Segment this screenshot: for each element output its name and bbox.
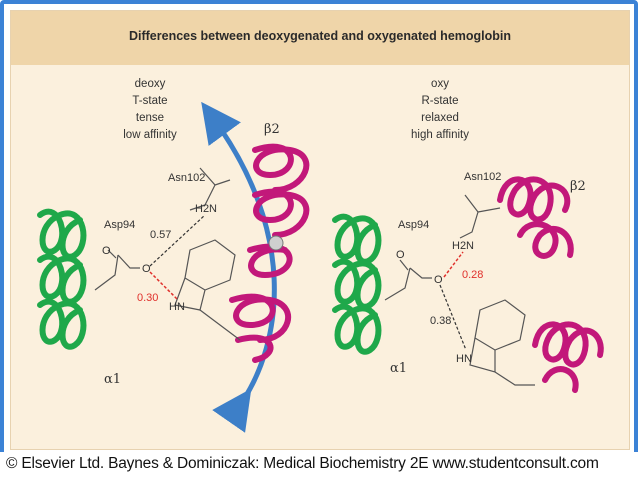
title-bar: Differences between deoxygenated and oxy…	[11, 11, 629, 65]
diagram-title: Differences between deoxygenated and oxy…	[128, 29, 512, 43]
left-dist-black: 0.57	[150, 229, 171, 241]
left-state-line-3: tense	[136, 112, 164, 124]
right-dist-black: 0.38	[430, 315, 451, 327]
left-nh2-label: H2N	[195, 203, 217, 215]
right-hn-label: HN	[456, 353, 472, 365]
right-hbond-red	[443, 251, 464, 278]
right-alpha-helix	[332, 213, 382, 355]
left-hbond-red	[149, 271, 179, 301]
rotation-arrow	[201, 101, 277, 433]
right-state-line-4: high affinity	[411, 129, 469, 141]
left-state-line-4: low affinity	[123, 129, 177, 141]
left-o-label-right: O	[142, 263, 151, 275]
right-o-label-top: O	[396, 249, 405, 261]
left-beta-label: β2	[264, 122, 280, 137]
pivot-point	[268, 235, 284, 251]
right-o-label-right: O	[434, 274, 443, 286]
left-alpha-label: α1	[104, 372, 121, 387]
right-state-line-3: relaxed	[421, 112, 459, 124]
left-asn-label: Asn102	[168, 172, 205, 184]
footer: © Elsevier Ltd. Baynes & Dominiczak: Med…	[0, 452, 638, 479]
right-state-line-2: R-state	[421, 95, 458, 107]
right-beta-helix	[497, 176, 574, 259]
right-beta-label: β2	[570, 179, 586, 194]
copyright-text: © Elsevier Ltd. Baynes & Dominiczak: Med…	[6, 455, 599, 472]
right-nh2-label: H2N	[452, 240, 474, 252]
right-alpha-label: α1	[390, 361, 407, 376]
diagram-panel: Differences between deoxygenated and oxy…	[10, 10, 630, 450]
left-asp-label: Asp94	[104, 219, 135, 231]
right-dist-red: 0.28	[462, 269, 483, 281]
left-structure	[94, 167, 241, 341]
left-state-line-1: deoxy	[135, 78, 166, 90]
left-state-labels: deoxy T-state tense low affinity	[123, 78, 177, 141]
left-o-label-top: O	[102, 245, 111, 257]
right-state-labels: oxy R-state relaxed high affinity	[411, 78, 469, 141]
left-dist-red: 0.30	[137, 292, 158, 304]
right-structure	[384, 194, 535, 386]
left-state-line-2: T-state	[132, 95, 167, 107]
left-hbond-black	[149, 214, 206, 267]
right-beta-helix-lower	[532, 321, 604, 393]
right-asp-label: Asp94	[398, 219, 429, 231]
right-asn-label: Asn102	[464, 171, 501, 183]
right-hbond-black	[439, 284, 467, 351]
left-hn-label: HN	[169, 301, 185, 313]
right-state-line-1: oxy	[431, 78, 449, 90]
left-alpha-helix	[37, 208, 87, 350]
